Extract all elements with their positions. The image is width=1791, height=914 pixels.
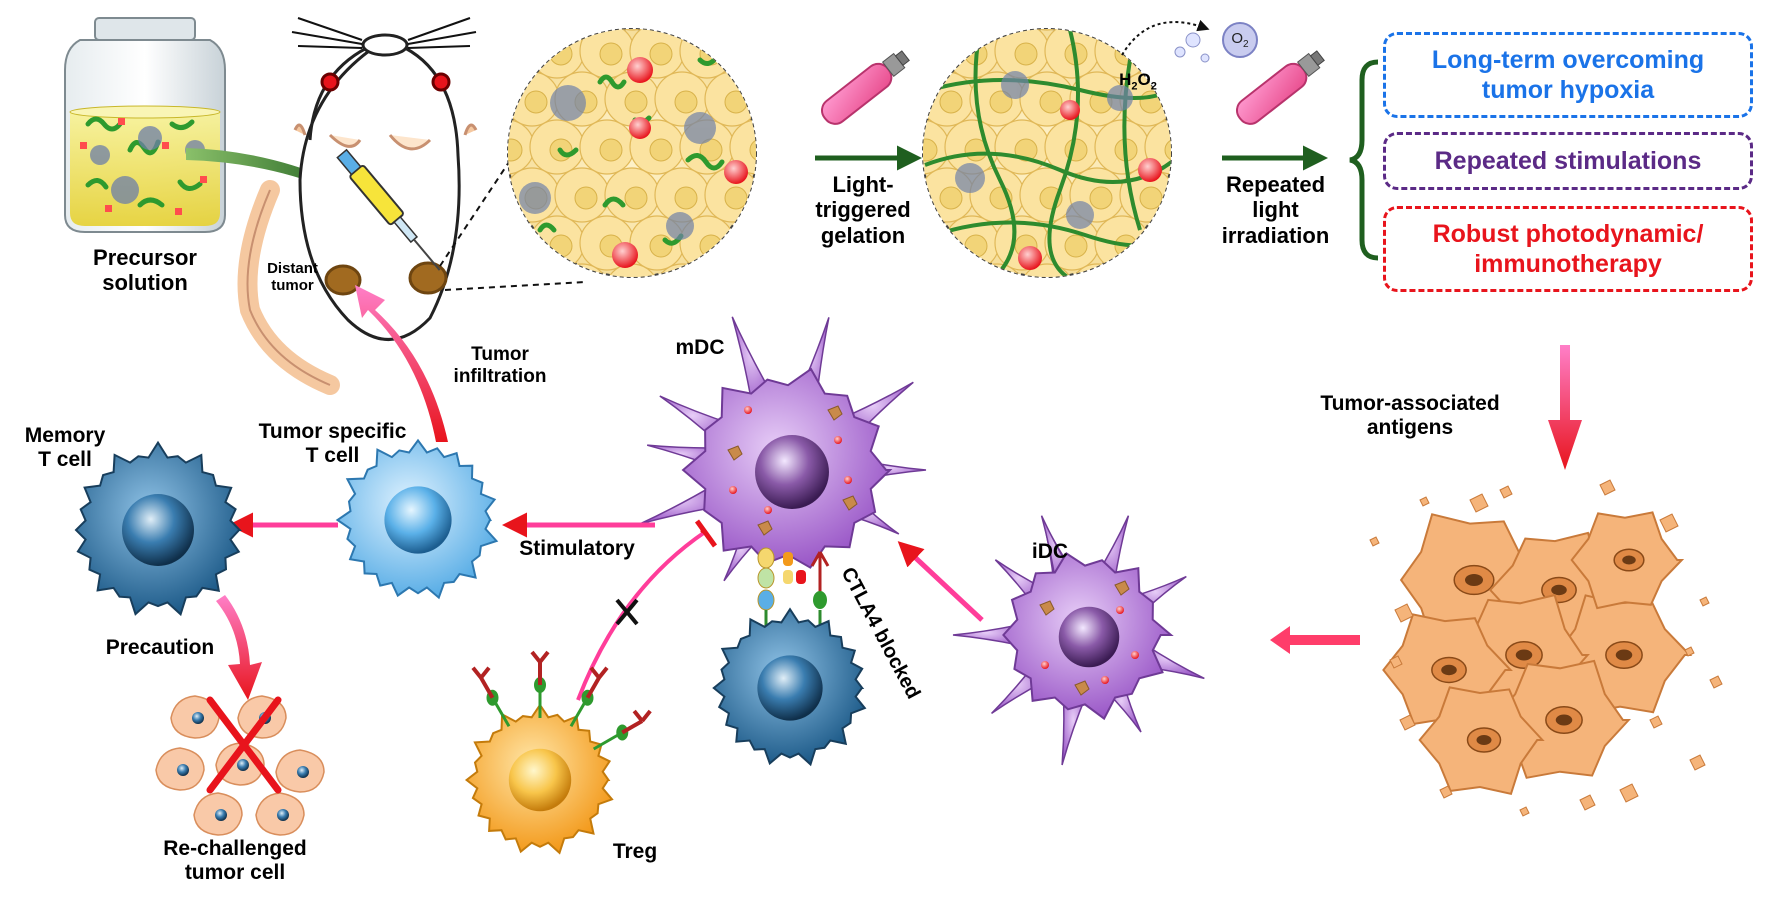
laser-icon-2 bbox=[1235, 50, 1325, 125]
treg-cell bbox=[464, 650, 652, 855]
label-treg: Treg bbox=[612, 840, 658, 863]
tumor-zoom-gel bbox=[922, 28, 1172, 278]
label-precaution: Precaution bbox=[105, 636, 215, 659]
photosensitizer-spheres-1 bbox=[612, 57, 748, 268]
label-o2: O2 bbox=[1231, 30, 1249, 50]
immature-dendritic-cell bbox=[952, 515, 1205, 766]
precursor-strands bbox=[537, 55, 725, 246]
outcome-box-repeated-stimulations: Repeated stimulations bbox=[1383, 132, 1753, 190]
protein-clusters-1 bbox=[519, 85, 716, 240]
arrow-to-antigens bbox=[1548, 345, 1582, 470]
memory-t-cell bbox=[74, 440, 243, 617]
photosensitizer-spheres-2 bbox=[1018, 100, 1162, 270]
label-stimulatory: Stimulatory bbox=[519, 537, 635, 560]
oxygen-bubbles bbox=[1121, 19, 1258, 63]
treg-inhibition bbox=[576, 519, 718, 701]
mature-dendritic-cell bbox=[639, 316, 927, 582]
jar-photosensitizer-dots bbox=[80, 118, 207, 215]
precursor-jar bbox=[64, 17, 226, 233]
label-idc: iDC bbox=[1031, 540, 1069, 563]
rechallenge-blocked-cross bbox=[206, 696, 282, 794]
ctla4-t-cell bbox=[712, 607, 867, 767]
arrow-tumor-infiltration bbox=[355, 285, 448, 442]
tumor-zoom-precursor bbox=[507, 28, 757, 278]
arrow-idc-to-mdc bbox=[897, 541, 984, 622]
injection-arrow bbox=[186, 148, 358, 200]
outcomes-brace bbox=[1349, 59, 1379, 261]
arrow-antigens-to-idc bbox=[1270, 626, 1360, 654]
laser-icon-1 bbox=[820, 50, 910, 125]
tumor-specific-t-cell bbox=[335, 438, 499, 600]
label-h2o2: H2O2 bbox=[1119, 70, 1157, 93]
label-mdc: mDC bbox=[675, 336, 725, 359]
tumor-cells-bg-1 bbox=[508, 29, 756, 277]
syringe bbox=[336, 148, 441, 271]
protein-clusters-2 bbox=[955, 71, 1133, 229]
dying-tumor-cells bbox=[1369, 479, 1723, 817]
arrow-precaution bbox=[216, 595, 262, 700]
mouse-illustration bbox=[237, 17, 478, 395]
outcome-box-photodynamic: Robust photodynamic/immunotherapy bbox=[1383, 206, 1753, 292]
rechallenged-tumor-cells bbox=[155, 695, 325, 836]
